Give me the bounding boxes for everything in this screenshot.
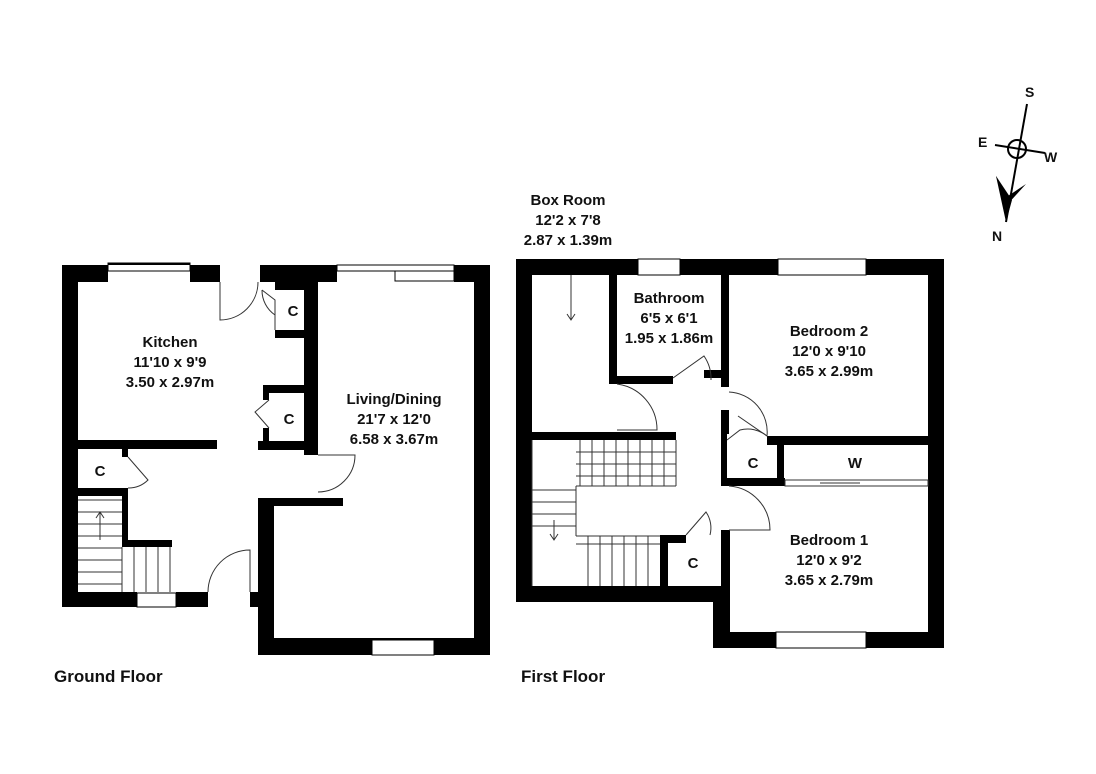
compass-w: W [1044,149,1058,165]
boxroom-name: Box Room [531,192,606,209]
bathroom-imperial: 6'5 x 6'1 [640,310,697,327]
bathroom-metric: 1.95 x 1.86m [625,330,713,347]
bedroom1-imperial: 12'0 x 9'2 [796,552,862,569]
cupboard-label-gf-mid: C [284,411,295,428]
ground-floor-plan [62,262,490,656]
bedroom2-imperial: 12'0 x 9'10 [792,343,866,360]
boxroom-metric: 2.87 x 1.39m [524,232,612,249]
kitchen-imperial: 11'10 x 9'9 [133,354,206,371]
compass-s: S [1025,84,1034,100]
floor-titles: Ground Floor First Floor [54,667,605,686]
boxroom-imperial: 12'2 x 7'8 [535,212,601,229]
bedroom1-metric: 3.65 x 2.79m [785,572,873,589]
bedroom2-name: Bedroom 2 [790,323,868,340]
first-floor-title: First Floor [521,667,605,686]
compass-n: N [992,228,1002,244]
cupboard-label-gf-stair: C [95,463,106,480]
living-metric: 6.58 x 3.67m [350,431,438,448]
bathroom-name: Bathroom [634,290,705,307]
living-name: Living/Dining [347,391,442,408]
living-imperial: 21'7 x 12'0 [357,411,431,428]
bedroom2-metric: 3.65 x 2.99m [785,363,873,380]
cupboard-label-gf-top: C [288,303,299,320]
cupboard-label-ff-stair: C [688,555,699,572]
ground-floor-fixtures [78,281,356,593]
room-labels: Kitchen 11'10 x 9'9 3.50 x 2.97m Living/… [95,192,874,589]
first-floor-fixtures [531,275,929,586]
first-floor-plan [516,258,944,649]
compass-icon: S E W N [978,84,1058,244]
kitchen-metric: 3.50 x 2.97m [126,374,214,391]
compass-e: E [978,134,987,150]
wardrobe-label: W [848,455,863,472]
ground-floor-title: Ground Floor [54,667,163,686]
bedroom1-name: Bedroom 1 [790,532,868,549]
kitchen-name: Kitchen [142,334,197,351]
cupboard-label-ff-landing: C [748,455,759,472]
